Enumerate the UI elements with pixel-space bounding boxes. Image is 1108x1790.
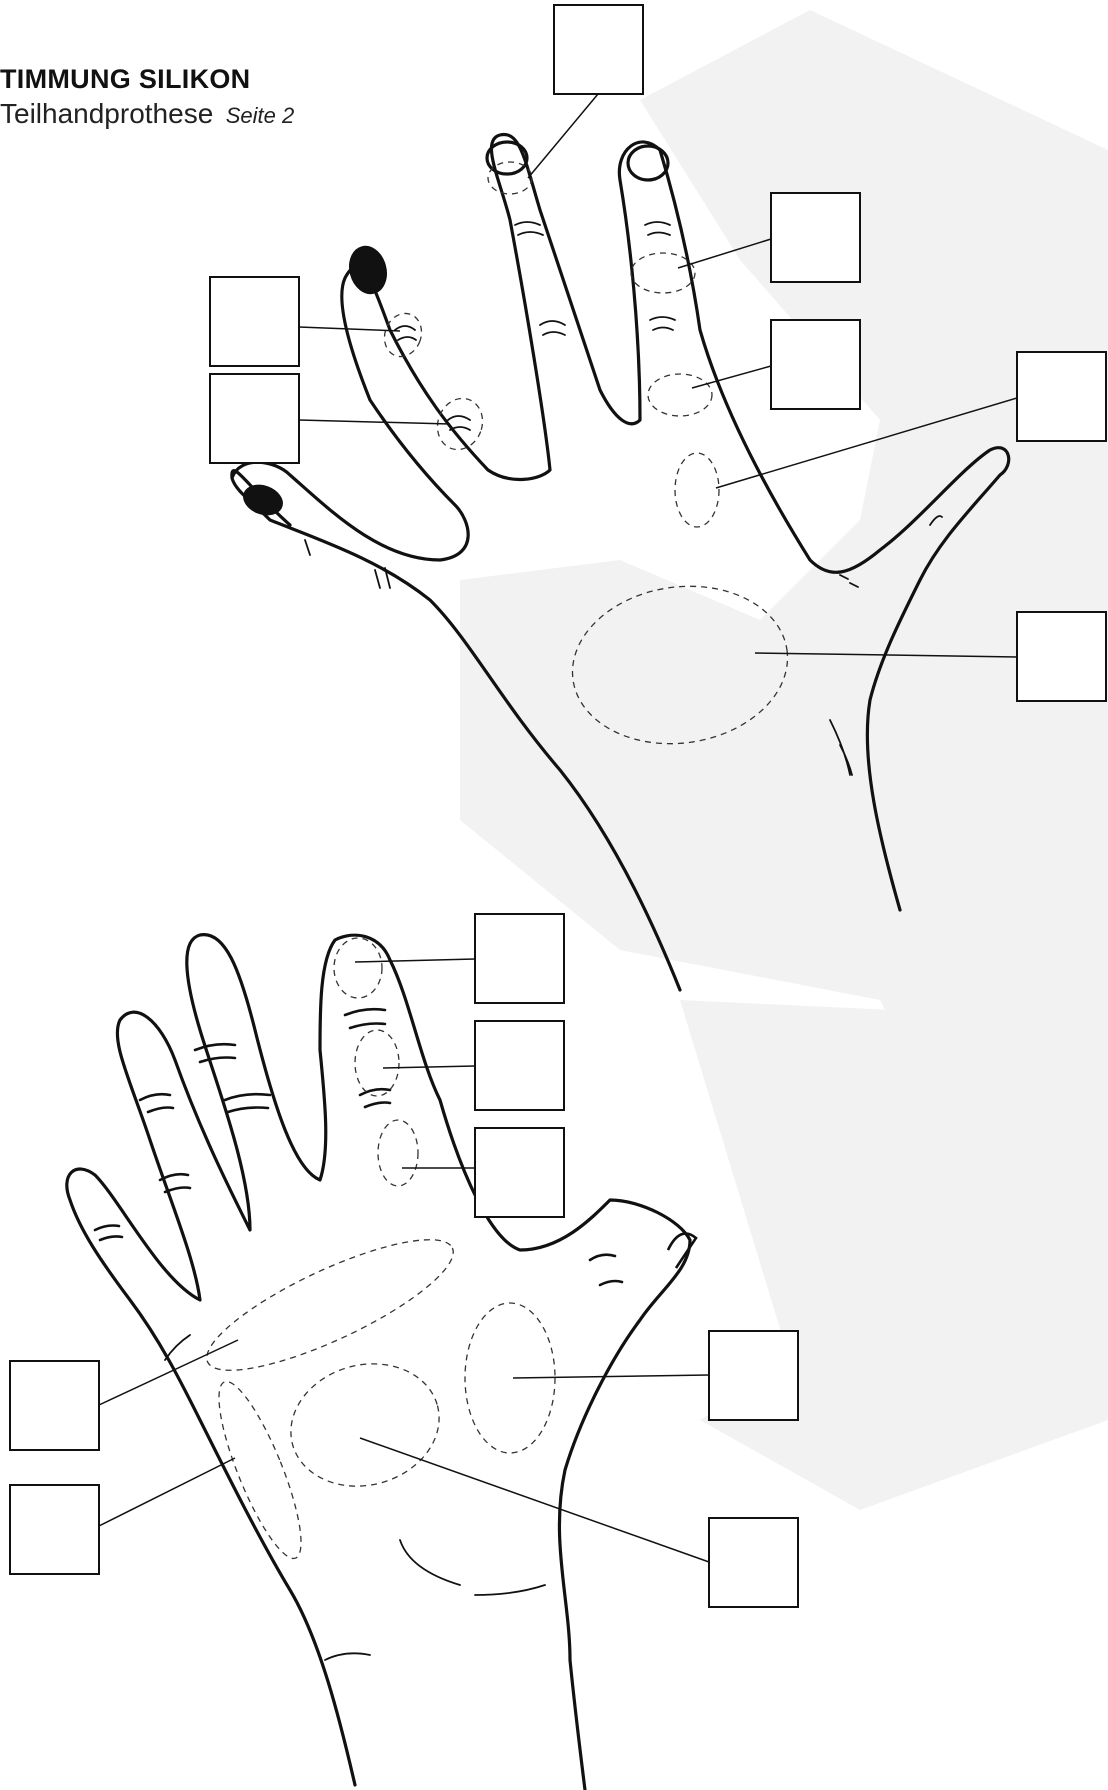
leader-line	[383, 1066, 475, 1068]
label-box[interactable]	[475, 914, 564, 1003]
knuckle-crease	[540, 321, 565, 335]
knuckle-crease	[645, 222, 670, 235]
palm-drawing	[67, 935, 696, 1790]
leader-line	[355, 959, 475, 962]
label-box[interactable]	[10, 1485, 99, 1574]
label-box[interactable]	[210, 277, 299, 366]
label-box[interactable]	[771, 193, 860, 282]
label-box[interactable]	[1017, 352, 1106, 441]
label-box[interactable]	[771, 320, 860, 409]
label-box[interactable]	[475, 1128, 564, 1217]
leader-line	[360, 1438, 709, 1562]
label-box[interactable]	[1017, 612, 1106, 701]
zone-dashed	[277, 1348, 453, 1503]
zone-dashed	[355, 1030, 399, 1096]
zone-dashed	[378, 1120, 418, 1186]
leader-line	[528, 94, 598, 178]
zone-dashed	[193, 1216, 467, 1394]
leader-line	[299, 327, 400, 331]
label-box[interactable]	[10, 1361, 99, 1450]
nail-icon	[628, 146, 668, 180]
leader-line	[99, 1458, 235, 1526]
label-box[interactable]	[475, 1021, 564, 1110]
zone-dashed	[631, 253, 695, 293]
leader-line	[299, 420, 450, 424]
label-box[interactable]	[554, 5, 643, 94]
leader-line	[99, 1340, 238, 1405]
leader-line	[692, 366, 771, 388]
nail-icon	[668, 1234, 696, 1268]
zone-dashed	[334, 938, 382, 998]
label-box[interactable]	[709, 1518, 798, 1607]
nail-icon	[344, 242, 391, 298]
knuckle-crease	[395, 326, 470, 430]
leader-line	[513, 1375, 709, 1378]
label-box[interactable]	[210, 374, 299, 463]
zone-dashed	[675, 453, 719, 527]
knuckle-crease	[650, 317, 675, 330]
knuckle-crease	[515, 222, 543, 235]
palm-outline	[67, 935, 690, 1790]
label-box[interactable]	[709, 1331, 798, 1420]
knuckle-crease	[305, 540, 390, 588]
zone-dashed	[648, 374, 712, 416]
